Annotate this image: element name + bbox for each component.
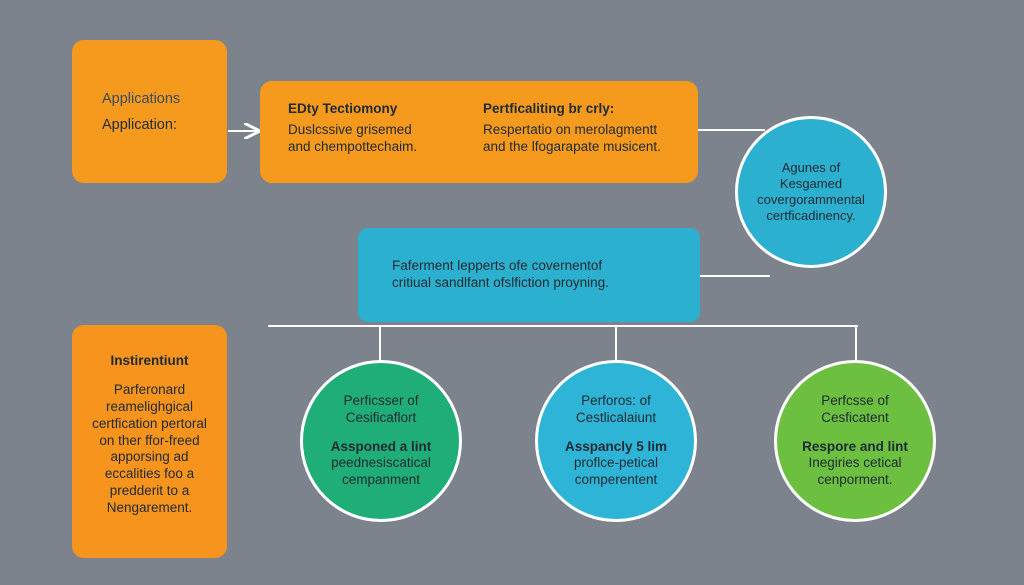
applications-box: Applications Application: — [72, 40, 227, 183]
center-line-2: critiual sandlfant ofslfiction proyning. — [392, 274, 609, 290]
top-right-line-2: and the lfogarapate musicent. — [483, 138, 661, 154]
applications-label: Applications — [102, 91, 181, 107]
left-box-title: Instirentiunt — [110, 353, 189, 368]
circle-3-line-4: cenporment. — [817, 472, 893, 488]
top-process-box: EDty Tectiomony Duslcssive grisemed and … — [260, 81, 698, 183]
circle-3-line-3: Inegiries cetical — [808, 455, 902, 471]
circle-1-line-2: Cesificaflort — [345, 409, 417, 425]
circle-1-title: Assponed a lint — [330, 438, 432, 454]
bottom-circle-2: Perforos: of Cestlicalaiunt Asspancly 5 … — [535, 360, 697, 522]
top-circle-line-4: certficadinency. — [766, 208, 856, 224]
top-left-line-2: and chempottechaim. — [288, 138, 418, 154]
circle-2-line-2: Cestlicalaiunt — [575, 409, 657, 425]
left-box-line-4: on ther ffor-freed — [99, 432, 200, 448]
top-left-title: EDty Tectiomony — [288, 101, 398, 116]
top-box-right-column: Pertficaliting br crly: Respertatio on m… — [483, 101, 678, 183]
circle-3-line-2: Cesficatent — [821, 409, 889, 425]
top-right-circle: Agunes of Kesgamed covergorammental cert… — [735, 116, 887, 268]
top-left-line-1: Duslcssive grisemed — [288, 121, 412, 137]
left-box-line-6: eccalities foo a — [104, 466, 195, 482]
circle-3-title: Respore and lint — [802, 438, 908, 454]
left-box-line-3: certfication pertoral — [92, 415, 207, 431]
circle-1-line-1: Perficsser of — [343, 392, 419, 408]
top-right-title: Pertficaliting br crly: — [483, 101, 615, 116]
circle-2-line-3: proflce-petical — [573, 455, 659, 471]
bottom-circle-1: Perficsser of Cesificaflort Assponed a l… — [300, 360, 462, 522]
top-circle-line-3: covergorammental — [757, 192, 865, 207]
circle-2-title: Asspancly 5 lim — [564, 438, 668, 454]
circle-2-line-1: Perforos: of — [581, 392, 651, 408]
application-label: Application: — [102, 117, 177, 134]
left-box-line-8: Nengarement. — [106, 500, 193, 515]
center-line-1: Faferment lepperts ofe covernentof — [392, 258, 603, 273]
left-box-line-5: apporsing ad — [110, 449, 189, 465]
top-circle-line-1: Agunes of — [781, 159, 841, 175]
top-circle-line-2: Kesgamed — [779, 175, 843, 191]
circle-2-line-4: comperentent — [574, 472, 658, 488]
bottom-circle-3: Perfcsse of Cesficatent Respore and lint… — [774, 360, 936, 522]
left-side-box: Instirentiunt Parferonard reamelighgical… — [72, 325, 227, 558]
center-box: Faferment lepperts ofe covernentof criti… — [358, 228, 700, 322]
circle-3-line-1: Perfcsse of — [821, 392, 889, 408]
left-box-line-2: reamelighgical — [105, 398, 194, 414]
circle-1-line-3: peednesiscatical — [331, 455, 431, 471]
circle-1-line-4: cempanment — [341, 472, 421, 488]
left-box-line-7: predderit to a — [109, 483, 190, 499]
top-right-line-1: Respertatio on merolagmentt — [483, 121, 658, 137]
left-box-line-1: Parferonard — [113, 381, 186, 397]
top-box-left-column: EDty Tectiomony Duslcssive grisemed and … — [288, 101, 483, 183]
